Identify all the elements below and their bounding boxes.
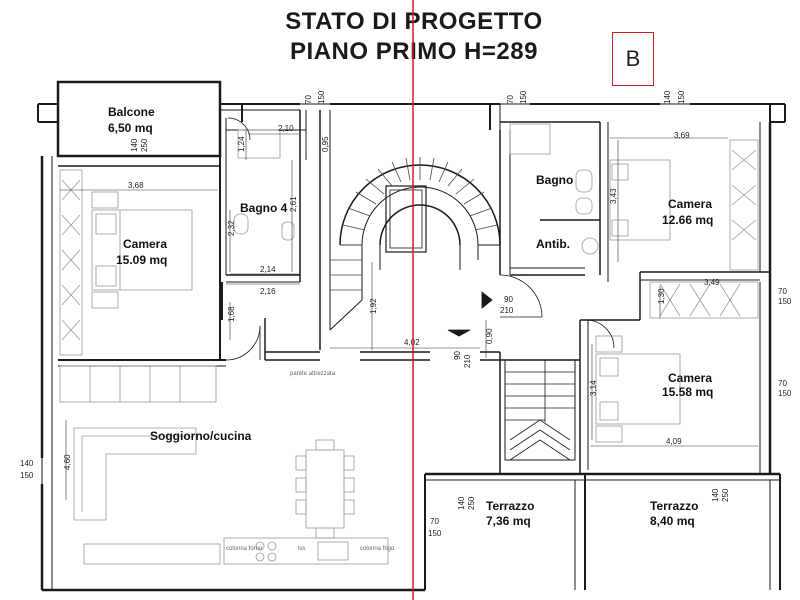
door-stair-h: 210 [500, 306, 514, 315]
room-camera-right-area: 15.58 mq [662, 385, 713, 399]
dim-210: 2,10 [278, 124, 294, 133]
room-terrazzo-left-area: 7,36 mq [486, 514, 531, 528]
dimension-lines [60, 130, 758, 500]
dining-table [305, 449, 345, 529]
room-camera-left-name: Camera [123, 237, 167, 251]
room-terrazzo-left-name: Terrazzo [486, 499, 534, 513]
dimension-labels: 3,68 2,10 1,24 0,95 2,32 2,61 2,14 2,16 … [63, 124, 720, 470]
window-right1-h: 150 [778, 297, 792, 306]
dim-192: 1,92 [369, 298, 378, 314]
dim-216: 2,16 [260, 287, 276, 296]
window-right2-w: 70 [778, 379, 787, 388]
window-left-w: 140 [20, 459, 34, 468]
room-soggiorno-name: Soggiorno/cucina [150, 429, 252, 443]
dim-349: 3,49 [704, 278, 720, 287]
bed-left [91, 209, 193, 291]
room-camera-left-area: 15.09 mq [116, 253, 167, 267]
room-terrazzo-right-area: 8,40 mq [650, 514, 695, 528]
note-parete: parete attrezzata [290, 371, 336, 377]
window-top3-h: 150 [677, 90, 686, 104]
window-top2-w: 70 [506, 95, 515, 104]
dim-368: 3,68 [128, 181, 144, 190]
window-terr1-w: 140 [457, 496, 466, 510]
room-camera-right-name: Camera [668, 371, 712, 385]
dim-402: 4,02 [404, 338, 420, 347]
window-bottom-h: 150 [428, 529, 442, 538]
dim-124: 1,24 [237, 136, 246, 152]
window-top1-w: 70 [304, 95, 313, 104]
note-lvs: lvs [298, 546, 305, 552]
window-top3-w: 140 [663, 90, 672, 104]
room-camera-tr-area: 12.66 mq [662, 213, 713, 227]
dim-314: 3,14 [589, 380, 598, 396]
room-labels: Balcone 6,50 mq Camera 15.09 mq Bagno 4 … [108, 105, 713, 528]
window-balcone-w: 140 [130, 138, 139, 152]
window-right2-h: 150 [778, 389, 792, 398]
dim-130: 1,30 [657, 288, 666, 304]
bed-right [595, 353, 681, 425]
window-right1-w: 70 [778, 287, 787, 296]
dim-343: 3,43 [609, 188, 618, 204]
window-bottom-w: 70 [430, 517, 439, 526]
bed-top-right [609, 159, 671, 241]
window-left-h: 150 [20, 471, 34, 480]
room-bagno4-name: Bagno 4 [240, 201, 288, 215]
doors [225, 117, 615, 361]
window-balcone-h: 250 [140, 138, 149, 152]
kitchen-counter [83, 543, 221, 565]
dim-409: 4,09 [666, 437, 682, 446]
wardrobe-top-right [729, 139, 759, 271]
toilet-bagno [575, 169, 593, 193]
door-hall-w: 90 [453, 351, 462, 360]
dim-460: 4,60 [63, 454, 72, 470]
room-bagno-name: Bagno [536, 173, 573, 187]
dim-095: 0,95 [321, 136, 330, 152]
kitchen-wall-units [59, 365, 217, 403]
section-badge: B [612, 32, 654, 86]
note-colonna-forno: colonna forno [226, 546, 263, 552]
dim-369: 3,69 [674, 131, 690, 140]
toilet-bagno4 [233, 213, 249, 235]
dim-090: 0,90 [485, 328, 494, 344]
annotations: parete attrezzata colonna forno lvs colo… [226, 371, 395, 552]
room-camera-tr-name: Camera [668, 197, 712, 211]
room-antib-name: Antib. [536, 237, 570, 251]
window-top2-h: 150 [519, 90, 528, 104]
furniture [59, 123, 759, 565]
wardrobe-left [59, 169, 83, 356]
dim-261: 2,61 [289, 196, 298, 212]
window-labels: 140 250 70 150 70 150 140 150 70 150 70 … [20, 90, 792, 538]
window-terr2-h: 250 [721, 488, 730, 502]
spiral-staircase [329, 157, 501, 331]
note-colonna-frigo: colonna frigo [360, 546, 395, 552]
sofa [73, 427, 197, 521]
dim-232: 2,32 [227, 220, 236, 236]
door-hall-h: 210 [463, 354, 472, 368]
door-stair-w: 90 [504, 295, 513, 304]
room-balcone-name: Balcone [108, 105, 155, 119]
wardrobe-right [649, 281, 759, 319]
room-terrazzo-right-name: Terrazzo [650, 499, 698, 513]
dim-214: 2,14 [260, 265, 276, 274]
window-terr2-w: 140 [711, 488, 720, 502]
window-top1-h: 150 [317, 90, 326, 104]
dim-168: 1,68 [227, 306, 236, 322]
straight-staircase [505, 360, 575, 461]
room-balcone-area: 6,50 mq [108, 121, 153, 135]
window-terr1-h: 250 [467, 496, 476, 510]
